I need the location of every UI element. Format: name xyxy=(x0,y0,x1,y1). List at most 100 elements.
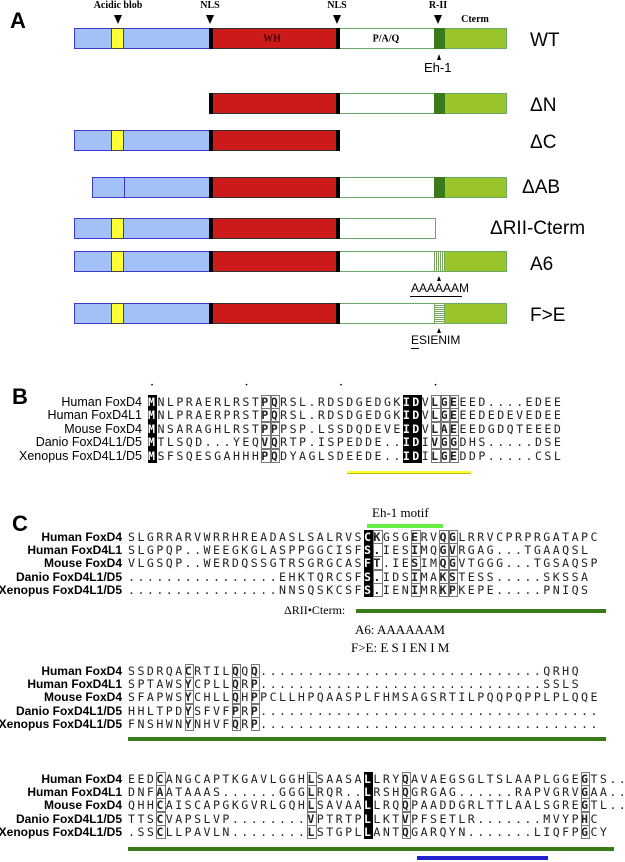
nls-1-segment xyxy=(209,130,213,151)
wh-segment xyxy=(213,303,336,324)
construct-name-a6: A6 xyxy=(530,254,554,275)
nterm-segment xyxy=(74,251,209,272)
rii-segment xyxy=(434,28,445,49)
mutation-label-a6: AAAAAAM xyxy=(411,281,470,295)
mutation-label-fe: ESIENIM xyxy=(411,333,461,347)
drii-cterm-label: ΔRII•Cterm: xyxy=(284,603,346,617)
marker-label-acidic: Acidic blob xyxy=(93,0,143,11)
paq-label: P/A/Q xyxy=(372,33,400,44)
nls-2-segment xyxy=(336,130,340,151)
rii-segment xyxy=(434,177,445,198)
cterm-segment xyxy=(445,28,507,49)
wh-segment xyxy=(213,177,336,198)
acidic-blob-segment xyxy=(111,251,124,272)
alignment-c-name: Human FoxD4L1 xyxy=(27,543,122,558)
marker-arrow-acidic-icon xyxy=(114,15,122,24)
alignment-b-position-dot: • xyxy=(340,383,343,389)
alignment-c-name: Xenopus FoxD4L1/D5 xyxy=(0,716,122,731)
alignment-c-name: Human FoxD4 xyxy=(41,772,122,786)
panel-a-label: A xyxy=(10,8,26,33)
eh1-motif-label: Eh-1 motif xyxy=(372,505,429,520)
nls-2-segment xyxy=(336,93,340,114)
marker-label-nls1: NLS xyxy=(200,0,220,11)
paq-segment xyxy=(340,251,434,272)
marker-arrow-rii-icon xyxy=(434,15,442,24)
paq-segment xyxy=(340,303,434,324)
cterm-segment xyxy=(445,93,507,114)
marker-arrow-nls2-icon xyxy=(333,15,341,24)
construct-name-drii: ΔRII-Cterm xyxy=(490,218,586,239)
alignment-c-name: Human FoxD4L1 xyxy=(27,677,122,692)
alignment-c-name: Mouse FoxD4 xyxy=(43,690,122,705)
nls-1-segment xyxy=(209,93,213,114)
acidic-blob-segment xyxy=(111,28,124,49)
rii-segment xyxy=(434,251,445,272)
acidic-blob-deleted-line xyxy=(124,177,125,198)
fe-mutation-label: F>E: E S I EN I M xyxy=(351,640,450,655)
mutation-underline xyxy=(410,296,462,297)
construct-name-fe: F>E xyxy=(530,305,566,326)
marker-label-nls2: NLS xyxy=(327,0,347,11)
nterm-segment xyxy=(74,28,209,49)
alignment-c-name: Danio FoxD4L1/D5 xyxy=(15,703,122,718)
construct-name-dc: ΔC xyxy=(530,132,557,153)
alignment-b-position-dot: • xyxy=(245,383,248,389)
alignment-c-name: Xenopus FoxD4L1/D5 xyxy=(0,582,122,597)
nls-1-segment xyxy=(209,177,213,198)
wh-segment xyxy=(213,28,336,49)
alignment-b-name: Human FoxD4 xyxy=(61,395,142,409)
alignment-b-name: Mouse FoxD4 xyxy=(64,421,142,436)
nls-2-segment xyxy=(336,303,340,324)
acidic-blob-segment xyxy=(111,218,124,239)
alignment-b-name: Human FoxD4L1 xyxy=(47,408,143,423)
paq-segment xyxy=(340,177,434,198)
drii-cterm-bar-2 xyxy=(128,737,606,741)
wh-segment xyxy=(213,218,336,239)
alignment-b-position-dot: • xyxy=(151,383,154,389)
alignment-c-name: Human FoxD4 xyxy=(41,664,122,678)
cterm-label: Cterm xyxy=(461,14,489,25)
alignment-b-name: Danio FoxD4L1/D5 xyxy=(35,435,142,450)
paq-segment xyxy=(340,218,436,239)
drii-cterm-bar-1 xyxy=(356,609,606,613)
alignment-c-name: Danio FoxD4L1/D5 xyxy=(15,811,122,826)
panel-b-label: B xyxy=(12,384,28,409)
panel-c-label: C xyxy=(12,511,28,536)
mutation-caret-icon xyxy=(437,328,441,333)
marker-label-rii: R-II xyxy=(428,0,448,11)
construct-name-dab: ΔAB xyxy=(522,177,561,198)
cterm-segment xyxy=(445,303,507,324)
c-terminal-blue-bar xyxy=(417,856,548,860)
mutation-underline xyxy=(411,348,419,349)
nterm-segment xyxy=(74,130,209,151)
alignment-c-name: Human FoxD4 xyxy=(41,530,122,544)
alignment-c-name: Mouse FoxD4 xyxy=(43,798,122,813)
drii-cterm-bar-3 xyxy=(128,847,614,851)
nls-2-segment xyxy=(336,251,340,272)
nls-1-segment xyxy=(209,303,213,324)
alignment-b-name: Xenopus FoxD4L1/D5 xyxy=(19,448,142,463)
paq-segment xyxy=(340,93,434,114)
rii-segment xyxy=(434,93,445,114)
alignment-b-position-dot: • xyxy=(434,383,437,389)
eh1-caret-icon xyxy=(437,54,441,60)
mutation-caret-icon xyxy=(437,276,441,281)
wh-segment xyxy=(213,93,336,114)
nls-2-segment xyxy=(336,28,340,49)
eh1-motif-bar xyxy=(367,524,443,528)
